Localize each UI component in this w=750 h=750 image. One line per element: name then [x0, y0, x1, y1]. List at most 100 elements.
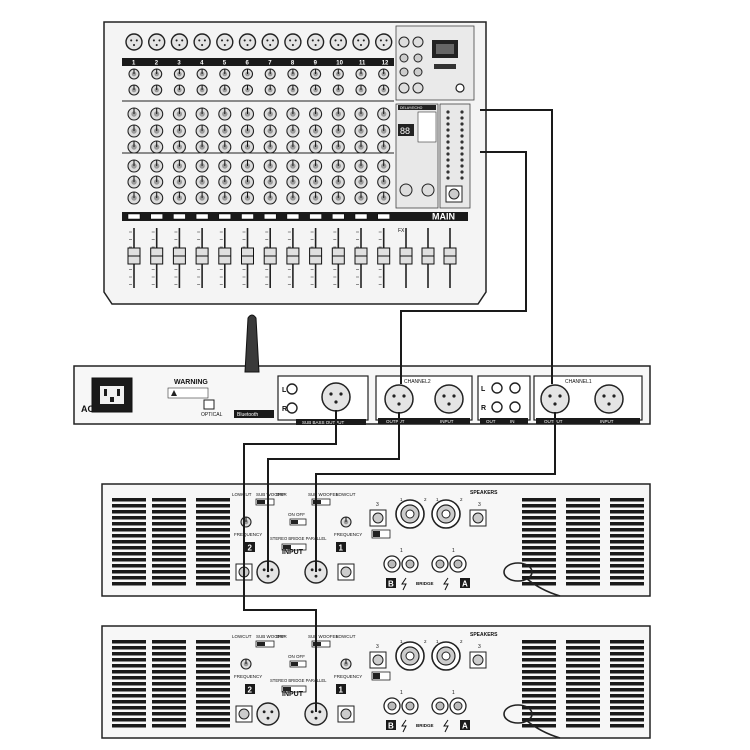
mixer-line-knob-8[interactable] — [287, 84, 299, 96]
mixer-channel-knob-5-3[interactable] — [218, 140, 232, 154]
mixer-channel-knob-8-1[interactable] — [286, 107, 300, 121]
optical-port[interactable] — [203, 399, 215, 410]
spk-aux-jack-left[interactable] — [369, 509, 387, 527]
channel2-xlr-output[interactable] — [384, 384, 414, 414]
mixer-channel-knob-8-3[interactable] — [286, 140, 300, 154]
mixer-fader-8[interactable] — [286, 228, 300, 288]
mixer-line-knob-4[interactable] — [196, 84, 208, 96]
mixer-gain-knob-11[interactable] — [355, 68, 367, 80]
mixer-mute-button-2[interactable] — [150, 213, 163, 220]
mixer-fader-5[interactable] — [218, 228, 232, 288]
stereo-bridge-parallel-switch[interactable] — [281, 543, 307, 551]
channel1-xlr-input[interactable] — [594, 384, 624, 414]
mixer-channel-knob-4-5[interactable] — [195, 175, 209, 189]
mixer-channel-knob-9-3[interactable] — [309, 140, 323, 154]
binding-post-a-minus[interactable] — [449, 555, 467, 573]
mixer-xlr-input-6[interactable] — [238, 33, 257, 51]
mixer-mute-button-6[interactable] — [241, 213, 254, 220]
mixer-channel-knob-11-3[interactable] — [354, 140, 368, 154]
mixer-fader-1[interactable] — [127, 228, 141, 288]
binding-post-a-plus[interactable] — [431, 555, 449, 573]
mixer-channel-knob-7-6[interactable] — [263, 191, 277, 205]
mixer-channel-knob-4-4[interactable] — [195, 159, 209, 173]
channel1-xlr-output[interactable] — [540, 384, 570, 414]
binding-post-b-plus[interactable] — [401, 697, 419, 715]
mixer-channel-knob-11-5[interactable] — [354, 175, 368, 189]
mixer-channel-knob-7-1[interactable] — [263, 107, 277, 121]
binding-post-b-minus[interactable] — [383, 555, 401, 573]
mixer-xlr-input-3[interactable] — [170, 33, 189, 51]
link-jack-ch1[interactable] — [337, 705, 355, 723]
mixer-channel-knob-10-4[interactable] — [331, 159, 345, 173]
mixer-channel-knob-11-1[interactable] — [354, 107, 368, 121]
mixer-fader-2[interactable] — [150, 228, 164, 288]
mixer-gain-knob-8[interactable] — [287, 68, 299, 80]
mixer-channel-knob-2-1[interactable] — [150, 107, 164, 121]
mixer-channel-knob-4-6[interactable] — [195, 191, 209, 205]
mixer-mute-button-4[interactable] — [195, 213, 209, 220]
rca-out-r[interactable] — [491, 401, 503, 413]
mixer-channel-knob-4-2[interactable] — [195, 124, 209, 138]
mixer-channel-knob-10-1[interactable] — [331, 107, 345, 121]
mixer-channel-knob-4-3[interactable] — [195, 140, 209, 154]
frequency-knob-ch2[interactable] — [240, 516, 252, 528]
mixer-channel-knob-6-5[interactable] — [240, 175, 255, 189]
mixer-mute-button-8[interactable] — [286, 213, 300, 220]
speakon-output-ch2[interactable] — [395, 641, 425, 671]
mixer-master-fader-1[interactable] — [399, 228, 413, 288]
mixer-line-knob-6[interactable] — [241, 84, 254, 96]
speakon-output-ch1[interactable] — [431, 499, 461, 529]
mixer-channel-knob-12-4[interactable] — [377, 159, 391, 173]
mixer-channel-knob-9-4[interactable] — [309, 159, 323, 173]
mixer-channel-knob-2-3[interactable] — [150, 140, 164, 154]
mixer-channel-knob-12-5[interactable] — [377, 175, 391, 189]
mixer-line-knob-11[interactable] — [355, 84, 367, 96]
mixer-xlr-input-2[interactable] — [147, 33, 166, 51]
mixer-channel-knob-12-6[interactable] — [377, 191, 391, 205]
mixer-line-knob-12[interactable] — [378, 84, 390, 96]
mixer-channel-knob-12-3[interactable] — [377, 140, 391, 154]
mixer-mute-button-10[interactable] — [332, 213, 345, 220]
mixer-channel-knob-5-4[interactable] — [218, 159, 232, 173]
mixer-channel-knob-3-3[interactable] — [172, 140, 186, 154]
mixer-channel-knob-7-3[interactable] — [263, 140, 277, 154]
mixer-channel-knob-7-5[interactable] — [263, 175, 277, 189]
mixer-channel-knob-3-6[interactable] — [172, 191, 186, 205]
mixer-channel-knob-5-1[interactable] — [218, 107, 232, 121]
mixer-channel-knob-11-2[interactable] — [354, 124, 368, 138]
mixer-mute-button-1[interactable] — [127, 213, 141, 220]
mixer-mute-button-9[interactable] — [309, 213, 322, 220]
mixer-fader-4[interactable] — [195, 228, 209, 288]
mixer-channel-knob-6-3[interactable] — [240, 140, 255, 154]
mixer-channel-knob-10-6[interactable] — [331, 191, 345, 205]
spk-aux-jack-left[interactable] — [369, 651, 387, 669]
mixer-fader-3[interactable] — [172, 228, 186, 288]
mixer-line-knob-3[interactable] — [173, 84, 185, 96]
mixer-fader-12[interactable] — [377, 228, 391, 288]
mixer-channel-knob-9-6[interactable] — [309, 191, 323, 205]
mixer-channel-knob-10-5[interactable] — [331, 175, 345, 189]
mixer-channel-knob-12-2[interactable] — [377, 124, 391, 138]
mixer-gain-knob-9[interactable] — [310, 68, 322, 80]
mixer-channel-knob-6-6[interactable] — [240, 191, 255, 205]
mixer-mute-button-12[interactable] — [377, 213, 390, 220]
mixer-channel-knob-12-1[interactable] — [377, 107, 391, 121]
mixer-channel-knob-5-2[interactable] — [218, 124, 232, 138]
mixer-channel-knob-8-2[interactable] — [286, 124, 300, 138]
mixer-channel-knob-2-6[interactable] — [150, 191, 164, 205]
mixer-channel-knob-3-2[interactable] — [172, 124, 186, 138]
sub-bass-r-rca[interactable] — [286, 402, 298, 414]
mixer-channel-knob-10-3[interactable] — [331, 140, 345, 154]
mixer-channel-knob-9-5[interactable] — [309, 175, 323, 189]
mixer-fader-7[interactable] — [263, 228, 277, 288]
mixer-channel-knob-1-6[interactable] — [127, 191, 141, 205]
mixer-line-knob-7[interactable] — [264, 84, 276, 96]
mixer-gain-knob-12[interactable] — [378, 68, 390, 80]
mixer-channel-knob-6-2[interactable] — [240, 124, 255, 138]
mixer-gain-knob-7[interactable] — [264, 68, 276, 80]
binding-post-b-minus[interactable] — [383, 697, 401, 715]
amp-input-xlr-ch1[interactable] — [304, 702, 328, 726]
frequency-knob-ch2[interactable] — [240, 658, 252, 670]
mixer-channel-knob-2-2[interactable] — [150, 124, 164, 138]
mixer-channel-knob-3-1[interactable] — [172, 107, 186, 121]
